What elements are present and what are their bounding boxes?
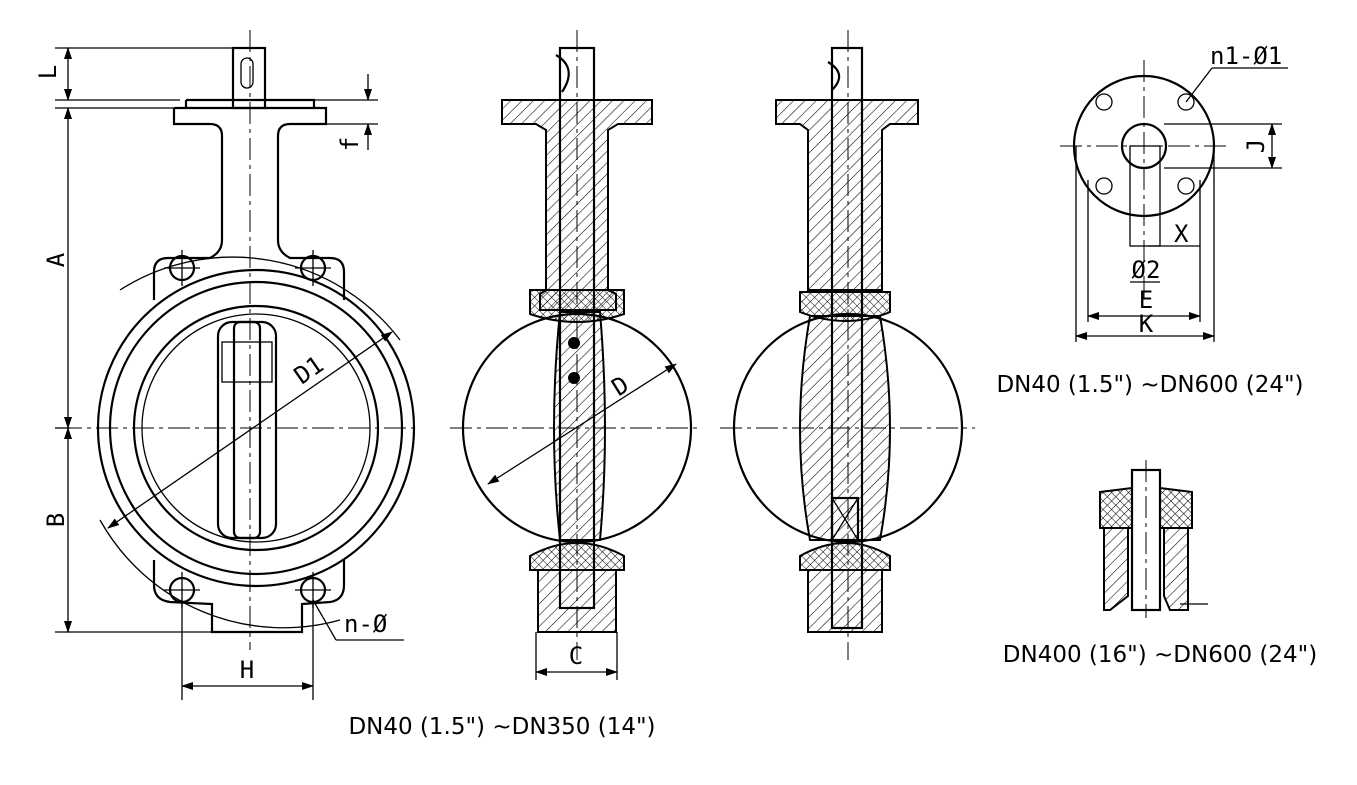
side-section-view [450,30,700,680]
dim-C: C [569,642,583,670]
dim-K: K [1139,310,1154,338]
detail-view [1099,460,1208,618]
dim-B: B [42,513,70,527]
dim-E: E [1139,286,1153,314]
front-dimensions [55,47,404,700]
dim-f: f [336,137,364,151]
dim-J: J [1242,139,1270,153]
dim-n1-phi1: n1-Ø1 [1210,42,1282,70]
dim-H: H [240,656,254,684]
dim-phi2: Ø2 [1132,256,1161,284]
front-view [60,30,420,650]
second-section-view [720,30,975,660]
dim-D: D [607,370,634,401]
dim-A: A [42,252,70,267]
caption-main-range: DN40 (1.5") ~DN350 (14") [348,714,655,740]
dim-L: L [34,65,62,79]
dim-X: X [1174,220,1189,248]
dim-D1: D1 [289,350,329,390]
dim-n-phi: n-Ø [344,610,388,638]
caption-top-flange-range: DN40 (1.5") ~DN600 (24") [996,372,1303,398]
caption-detail-range: DN400 (16") ~DN600 (24") [1003,642,1317,668]
top-flange-view [1060,60,1288,342]
